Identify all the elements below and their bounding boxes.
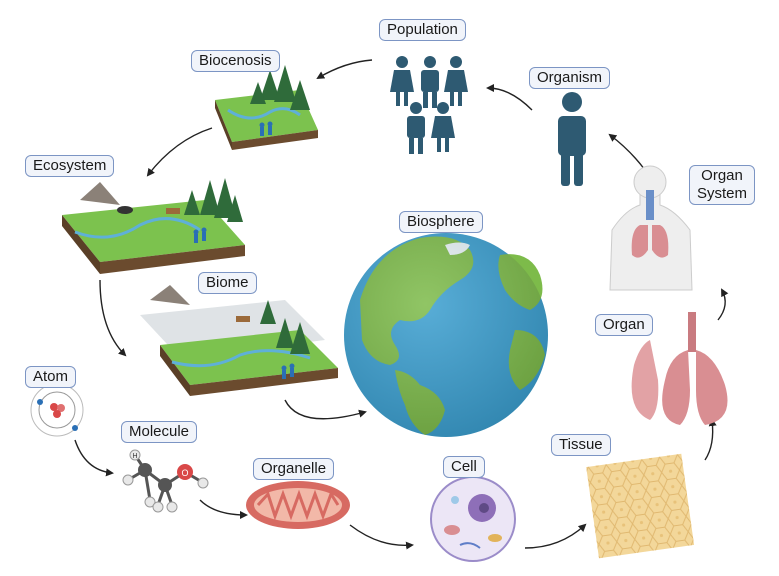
oxygen-atom-label: O <box>181 468 188 478</box>
organelle-label: Organelle <box>253 458 335 480</box>
arrow-organ-to-organ-system <box>717 288 729 321</box>
lungs-organ-icon <box>631 312 728 425</box>
arrow-biome-to-biosphere <box>284 399 367 420</box>
earth-globe-icon <box>344 233 548 437</box>
animal-cell-icon <box>430 476 516 562</box>
tissue-hexagon-icon <box>586 453 695 559</box>
arrow-ecosystem-to-biome <box>99 279 127 357</box>
arrow-organism-to-population <box>486 84 533 111</box>
biome-label: Biome <box>198 272 257 294</box>
respiratory-organ-system-icon <box>609 165 693 291</box>
ethanol-molecule-icon: O H <box>122 449 209 513</box>
mitochondrion-organelle-icon <box>246 481 350 529</box>
flow-arrows <box>74 59 729 550</box>
arrow-molecule-to-organelle <box>199 499 248 519</box>
organ-label: Organ <box>595 314 653 336</box>
arrow-tissue-to-organ <box>704 418 717 461</box>
organ-system-label-line1: Organ <box>701 167 743 184</box>
population-label: Population <box>379 19 466 41</box>
organism-label: Organism <box>529 67 611 89</box>
arrow-cell-to-tissue <box>524 523 587 549</box>
organ-system-label: Organ System <box>689 165 756 205</box>
ecosystem-label: Ecosystem <box>25 155 115 177</box>
biocenosis-landscape-icon <box>215 65 318 150</box>
hydrogen-atom-label: H <box>132 453 137 460</box>
arrow-population-to-biocenosis <box>316 59 373 80</box>
biocenosis-label: Biocenosis <box>191 50 280 72</box>
molecule-label: Molecule <box>121 421 198 443</box>
arrow-organelle-to-cell <box>349 524 414 550</box>
biome-landscape-icon <box>140 285 338 396</box>
atom-icon <box>30 383 84 437</box>
population-people-icon <box>390 56 468 154</box>
atom-label: Atom <box>25 366 77 388</box>
arrow-biocenosis-to-ecosystem <box>146 127 213 177</box>
organism-person-icon <box>558 92 586 186</box>
organ-system-label-line2: System <box>697 185 748 202</box>
tissue-label: Tissue <box>551 434 611 456</box>
cell-label: Cell <box>443 456 485 478</box>
ecosystem-landscape-icon <box>62 178 245 274</box>
biosphere-label: Biosphere <box>399 211 483 233</box>
arrow-atom-to-molecule <box>74 439 114 477</box>
arrow-organ-system-to-organism <box>608 133 646 171</box>
